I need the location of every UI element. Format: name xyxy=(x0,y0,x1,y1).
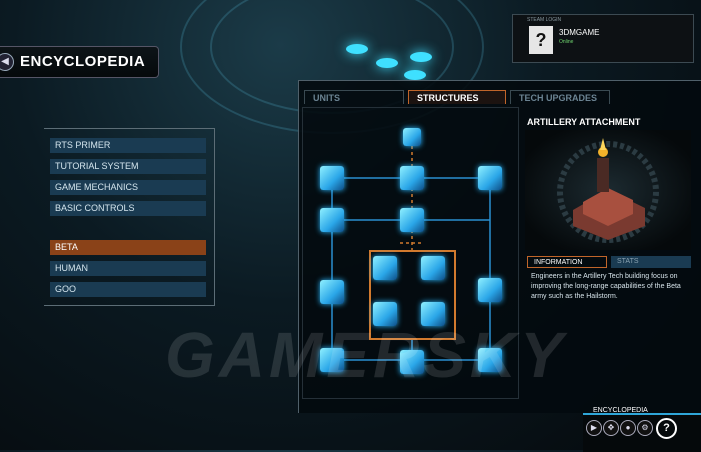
settings-icon[interactable]: ⚙ xyxy=(637,420,653,436)
ceiling-lamp xyxy=(404,70,426,80)
structure-node[interactable] xyxy=(320,280,344,304)
structure-node[interactable] xyxy=(478,348,502,372)
tab-units[interactable]: UNITS xyxy=(304,90,404,104)
unit-icon[interactable]: ● xyxy=(620,420,636,436)
steam-status: Online xyxy=(559,39,574,45)
structure-node[interactable] xyxy=(421,302,445,326)
move-icon[interactable]: ✥ xyxy=(603,420,619,436)
ceiling-lamp xyxy=(346,44,368,54)
selected-structure-group xyxy=(369,250,456,340)
structure-node[interactable] xyxy=(421,256,445,280)
tab-structures[interactable]: STRUCTURES xyxy=(408,90,506,104)
structure-node[interactable] xyxy=(400,208,424,232)
tab-tech-upgrades[interactable]: TECH UPGRADES xyxy=(510,90,610,104)
back-arrow-icon[interactable]: ◀ xyxy=(0,53,14,71)
menu-item-beta[interactable]: BETA xyxy=(50,240,206,255)
ceiling-lamp xyxy=(410,52,432,62)
structure-node[interactable] xyxy=(320,166,344,190)
menu-item-goo[interactable]: GOO xyxy=(50,282,206,297)
help-icon[interactable]: ? xyxy=(656,418,677,439)
structure-node[interactable] xyxy=(320,348,344,372)
menu-item-tutorial-system[interactable]: TUTORIAL SYSTEM xyxy=(50,159,206,174)
tab-stats[interactable]: STATS xyxy=(611,256,691,268)
structure-node[interactable] xyxy=(373,256,397,280)
play-icon[interactable]: ▶ xyxy=(586,420,602,436)
menu-item-game-mechanics[interactable]: GAME MECHANICS xyxy=(50,180,206,195)
tech-tree xyxy=(302,107,519,399)
avatar[interactable]: ? xyxy=(529,26,553,54)
steam-login-label: STEAM LOGIN xyxy=(527,17,562,23)
structure-title: ARTILLERY ATTACHMENT xyxy=(527,117,641,127)
page-title: ENCYCLOPEDIA xyxy=(20,53,146,70)
tab-information[interactable]: INFORMATION xyxy=(527,256,607,268)
menu-item-basic-controls[interactable]: BASIC CONTROLS xyxy=(50,201,206,216)
ceiling-lamp xyxy=(376,58,398,68)
menu-frame xyxy=(44,128,215,306)
structure-node[interactable] xyxy=(320,208,344,232)
menu-item-rts-primer[interactable]: RTS PRIMER xyxy=(50,138,206,153)
structure-node[interactable] xyxy=(403,128,421,146)
structure-node[interactable] xyxy=(478,278,502,302)
structure-portrait xyxy=(525,130,691,250)
structure-node[interactable] xyxy=(478,166,502,190)
structure-description: Engineers in the Artillery Tech building… xyxy=(531,273,681,300)
watermark: GAMERSKY xyxy=(165,319,567,391)
structure-node[interactable] xyxy=(400,350,424,374)
structure-node[interactable] xyxy=(373,302,397,326)
menu-item-human[interactable]: HUMAN xyxy=(50,261,206,276)
footer-label: ENCYCLOPEDIA xyxy=(593,407,648,414)
artillery-attachment-image xyxy=(557,138,659,243)
steam-username: 3DMGAME xyxy=(559,28,600,37)
encyclopedia-header: ◀ ENCYCLOPEDIA xyxy=(0,46,159,78)
steam-login-panel: STEAM LOGIN ? 3DMGAME Online xyxy=(512,14,694,63)
structure-node[interactable] xyxy=(400,166,424,190)
